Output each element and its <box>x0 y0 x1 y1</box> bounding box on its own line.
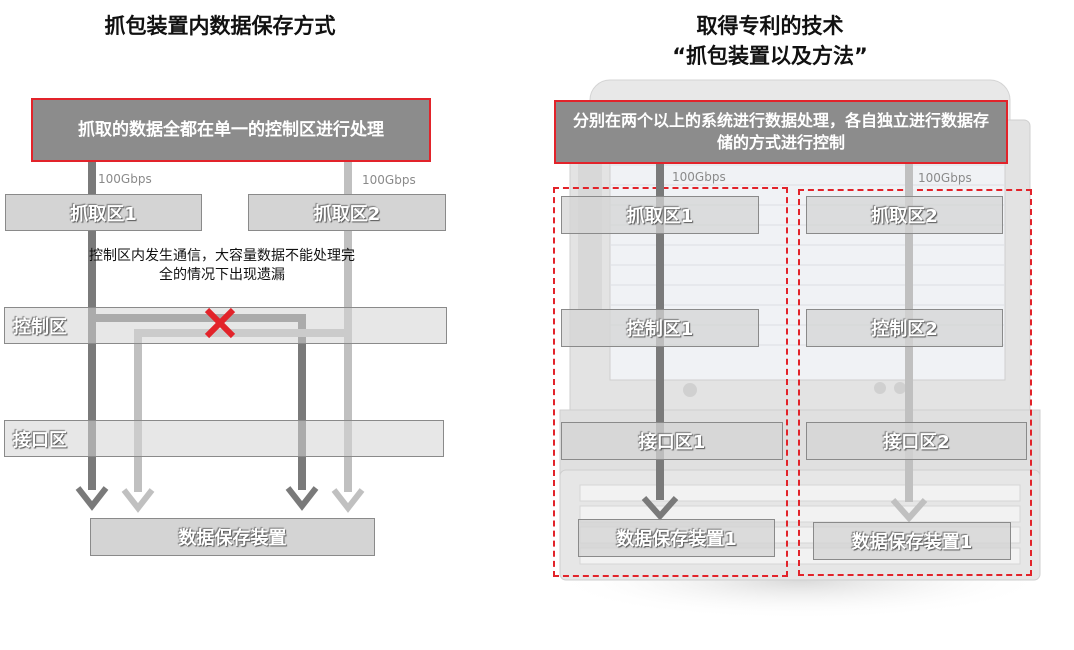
blocked-x-icon <box>204 307 236 339</box>
left-capture-zone-2: 抓取区2 <box>248 194 446 231</box>
right-title-line-1: 取得专利的技术 <box>696 14 844 38</box>
left-speed-1: 100Gbps <box>98 172 152 186</box>
right-title-line-2: “抓包装置以及方法” <box>672 44 868 68</box>
right-storage-1-label: 数据保存装置1 <box>616 529 737 550</box>
left-storage-label: 数据保存装置 <box>178 528 287 549</box>
right-storage-device-1: 数据保存装置1 <box>578 519 775 557</box>
right-capture-zone-1: 抓取区1 <box>561 196 759 234</box>
right-control-1-label: 控制区1 <box>626 319 694 340</box>
left-capture-1-label: 抓取区1 <box>70 203 137 225</box>
light-line-2 <box>134 329 348 492</box>
left-capture-zone-1: 抓取区1 <box>5 194 202 231</box>
right-control-zone-2: 控制区2 <box>806 309 1003 347</box>
right-storage-2-label: 数据保存装置1 <box>851 532 973 553</box>
right-interface-1-label: 接口区1 <box>638 432 706 453</box>
right-speed-2: 100Gbps <box>918 171 972 185</box>
left-control-label: 控制区 <box>13 316 67 338</box>
left-header-text: 抓取的数据全都在单一的控制区进行处理 <box>78 120 384 140</box>
dark-arrow-2 <box>285 486 319 511</box>
right-control-2-label: 控制区2 <box>871 319 938 340</box>
left-note: 控制区内发生通信，大容量数据不能处理完全的情况下出现遗漏 <box>89 248 355 283</box>
left-interface-zone: 接口区 <box>4 420 444 457</box>
dark-arrow-1 <box>75 486 109 511</box>
light-arrow-2 <box>121 488 155 513</box>
left-storage-device: 数据保存装置 <box>90 518 375 556</box>
left-capture-2-label: 抓取区2 <box>313 203 381 225</box>
left-speed-2: 100Gbps <box>362 173 416 187</box>
right-header-box: 分别在两个以上的系统进行数据处理，各自独立进行数据存储的方式进行控制 <box>554 100 1008 164</box>
right-capture-1-label: 抓取区1 <box>626 206 694 227</box>
right-interface-2-label: 接口区2 <box>883 432 950 453</box>
right-interface-zone-2: 接口区2 <box>806 422 1027 460</box>
left-title: 抓包装置内数据保存方式 <box>104 14 336 38</box>
left-header-box: 抓取的数据全都在单一的控制区进行处理 <box>31 98 431 162</box>
right-arrow-1 <box>641 496 679 521</box>
right-speed-1: 100Gbps <box>672 170 726 184</box>
left-interface-label: 接口区 <box>13 429 67 451</box>
right-header-text: 分别在两个以上的系统进行数据处理，各自独立进行数据存储的方式进行控制 <box>572 111 989 152</box>
light-arrow-1 <box>331 488 365 513</box>
system-group-1 <box>553 187 788 577</box>
right-capture-2-label: 抓取区2 <box>871 206 938 227</box>
right-flow-lines <box>641 163 928 523</box>
right-storage-device-2: 数据保存装置1 <box>813 522 1011 560</box>
right-interface-zone-1: 接口区1 <box>561 422 783 460</box>
right-control-zone-1: 控制区1 <box>561 309 759 347</box>
system-group-2 <box>798 189 1032 576</box>
right-capture-zone-2: 抓取区2 <box>806 196 1003 234</box>
left-control-zone: 控制区 <box>4 307 447 344</box>
right-arrow-2 <box>890 498 928 523</box>
